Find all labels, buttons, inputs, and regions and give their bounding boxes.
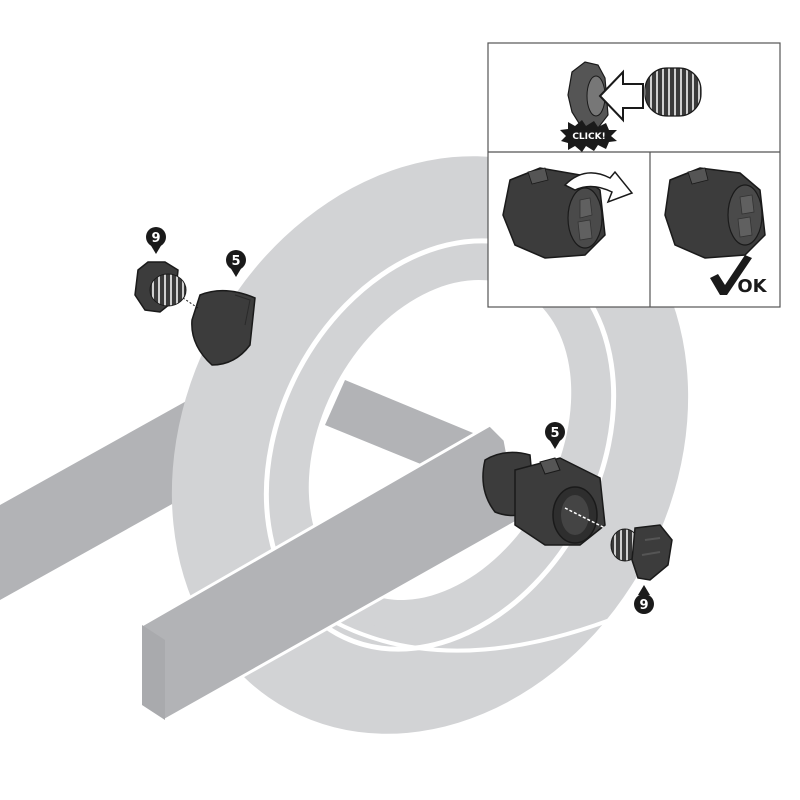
click-label: CLICK! [572,132,605,142]
checkmark-icon [710,255,752,295]
callout-label: 9 [151,231,160,246]
end-cap-right [482,451,606,546]
callout-right-cap: 5 [545,422,565,449]
callout-label: 5 [550,426,559,441]
inset-bottom-left-panel [502,167,634,259]
inset-top-panel: CLICK! [560,61,702,152]
callout-label: 9 [639,598,648,613]
callout-right-plug: 9 [634,585,654,614]
inset-instructions: CLICK! OK [487,42,781,308]
inset-bottom-right-panel: OK [664,167,768,297]
ok-label: OK [737,276,767,297]
callout-left-cap: 5 [226,250,246,277]
spring-plug-right [610,524,673,581]
spring-plug-left [134,261,199,313]
rotate-arrow-icon [563,170,634,204]
callout-label: 5 [231,254,240,269]
end-cap-left [191,289,256,366]
arrow-left-icon [598,69,644,123]
click-badge: CLICK! [560,120,617,152]
callout-left-plug: 9 [146,227,166,254]
